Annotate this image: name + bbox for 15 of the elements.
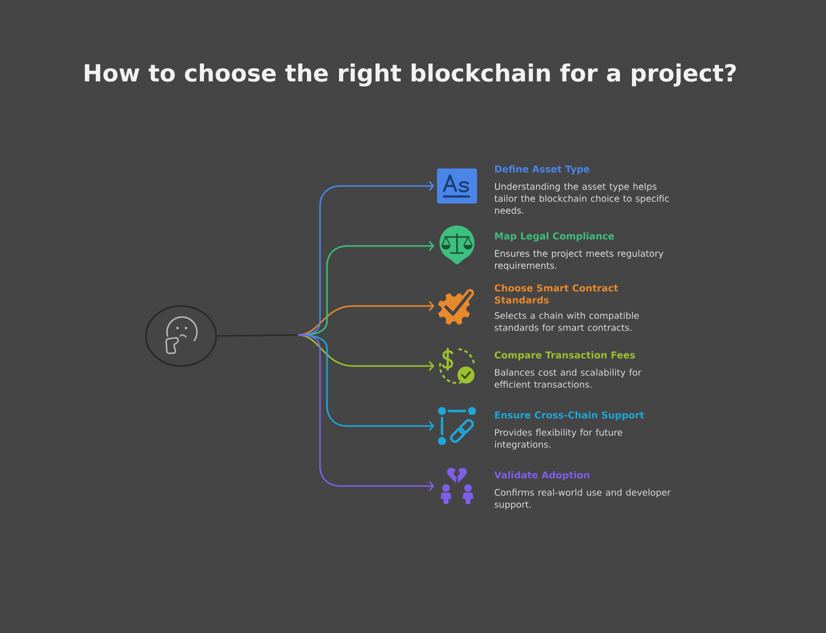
description: Balances cost and scalability for efficient transactions. bbox=[494, 368, 642, 388]
description: Provides flexibility for future integrations. bbox=[495, 428, 622, 450]
heading: Ensure Cross-Chain Support bbox=[495, 411, 644, 420]
arrow bbox=[298, 334, 434, 491]
heading: Map Legal Compliance bbox=[495, 232, 614, 242]
title: How to choose the right blockchain for a project? bbox=[84, 64, 736, 86]
heading: Choose Smart Contract Standards bbox=[494, 284, 618, 304]
description: Understanding the asset type helps tailor the blockchain choice to specific needs. bbox=[494, 182, 669, 214]
arrow bbox=[298, 181, 434, 336]
description: Selects a chain with compatible standards for smart contracts. bbox=[494, 312, 639, 331]
description: Confirms real-world use and developer support. bbox=[494, 488, 671, 510]
heading: Compare Transaction Fees bbox=[494, 351, 635, 360]
description: Ensures the project meets regulatory requirements. bbox=[495, 250, 664, 271]
heading: Validate Adoption bbox=[494, 471, 590, 480]
heading: Define Asset Type bbox=[495, 165, 590, 174]
